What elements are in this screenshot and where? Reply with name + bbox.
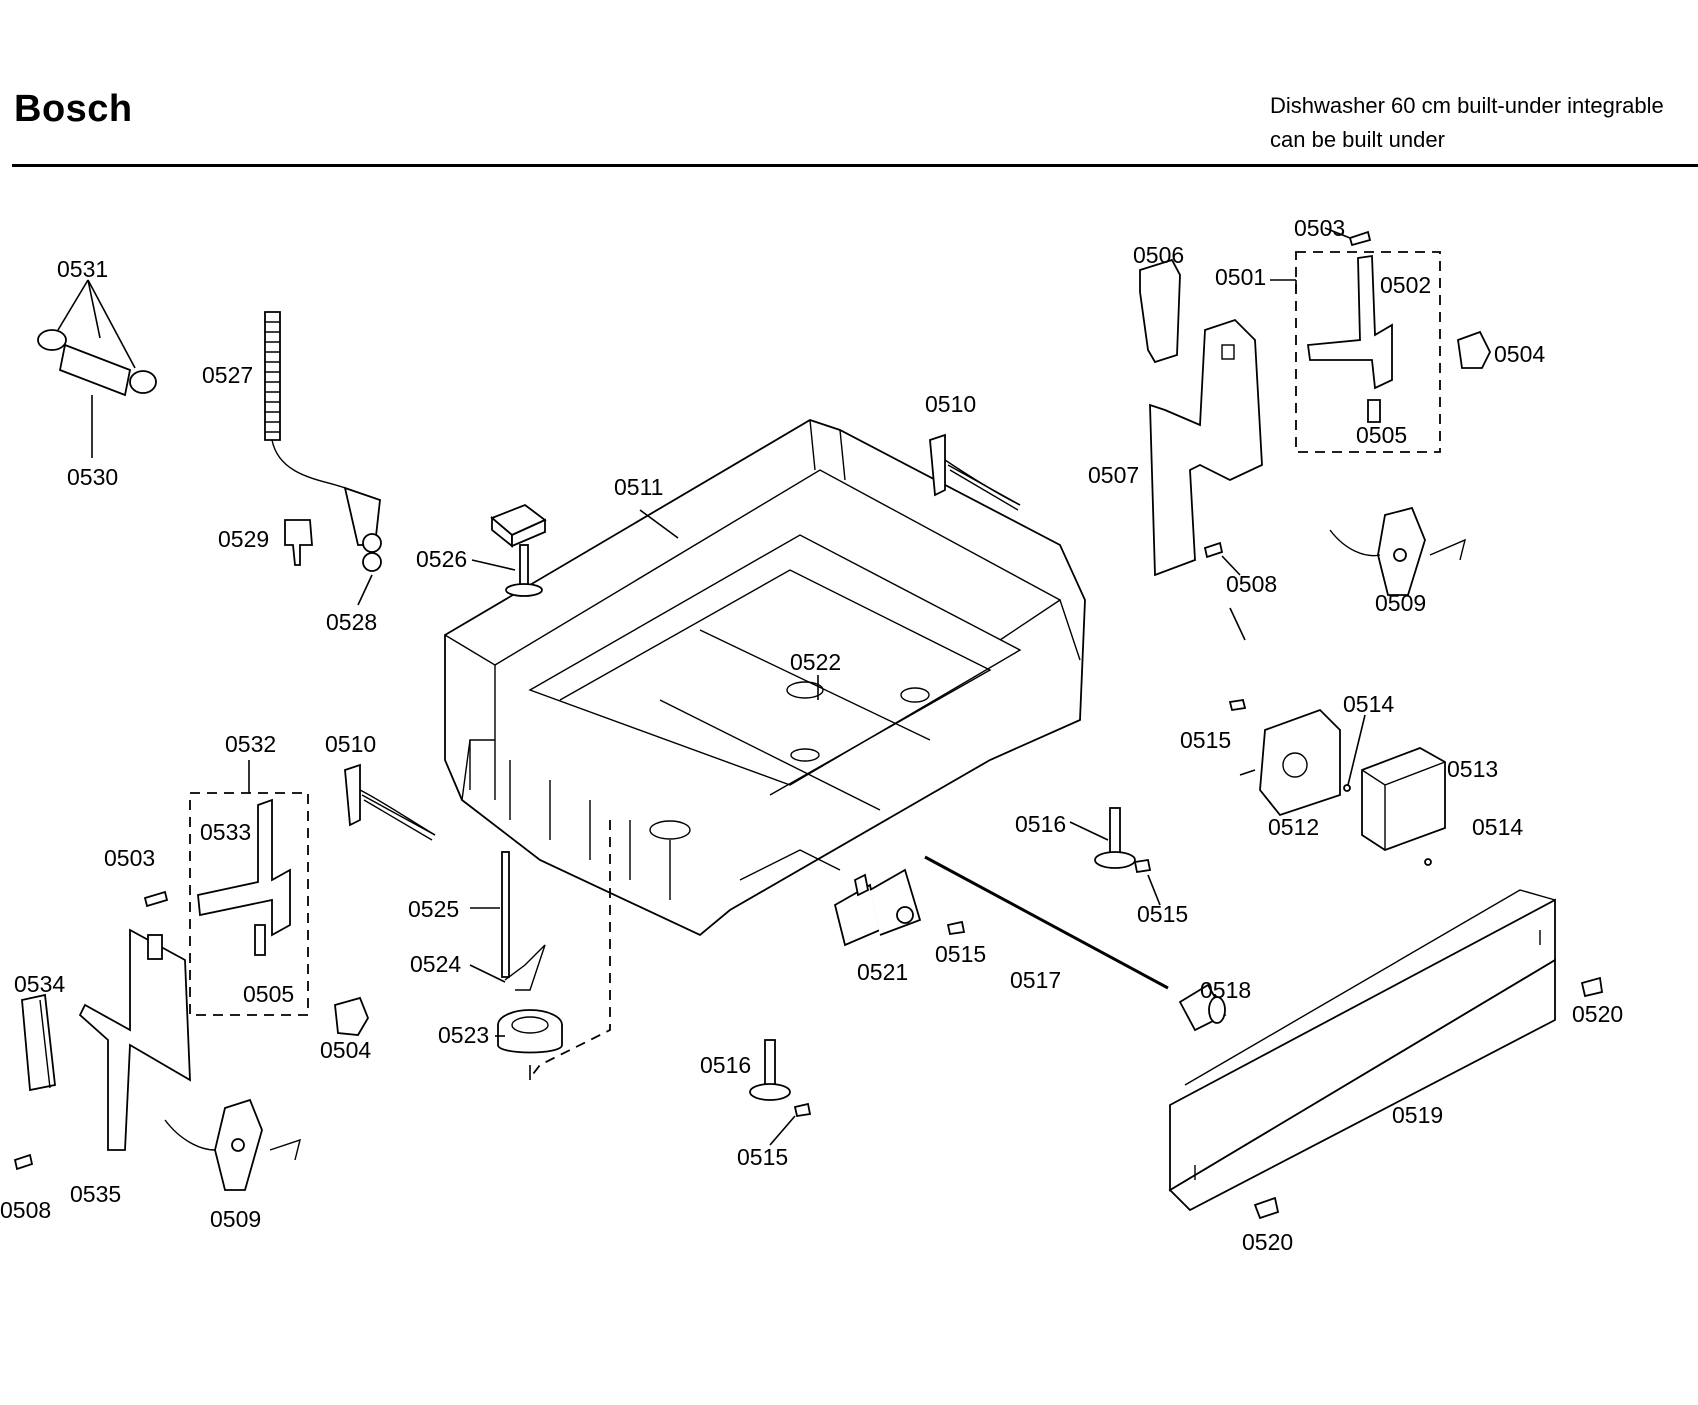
- screw-part-0514-a: [1343, 784, 1351, 792]
- module-part-0512: [1259, 708, 1341, 817]
- drain-hose-part: [264, 311, 382, 606]
- label-0514-right: 0514: [1472, 814, 1523, 840]
- base-tub-part: [444, 419, 1086, 937]
- label-0505-left: 0505: [243, 981, 294, 1007]
- hinge-plate-part-0507: [1149, 318, 1263, 577]
- latch-part-0504-right: [1457, 330, 1492, 369]
- label-0510-right: 0510: [925, 391, 976, 417]
- pump-part-0523: [495, 1009, 563, 1054]
- label-0525: 0525: [408, 896, 459, 922]
- label-0520-right: 0520: [1572, 1001, 1623, 1027]
- label-0512: 0512: [1268, 814, 1319, 840]
- screw-part-0515-bottom: [769, 1102, 812, 1146]
- label-0503-right: 0503: [1294, 215, 1345, 241]
- screw-part-0508-left: [13, 1153, 34, 1171]
- screw-part-0503-left: [143, 890, 169, 908]
- label-0503-left: 0503: [104, 845, 155, 871]
- screw-part-0515-top: [1228, 698, 1247, 712]
- label-0516-right: 0516: [1015, 811, 1066, 837]
- label-0508-right: 0508: [1226, 571, 1277, 597]
- model-description: Dishwasher 60 cm built-under integrable: [1270, 93, 1664, 118]
- door-spring-part-right: [929, 433, 1021, 511]
- kick-panel-part: [1168, 889, 1556, 1212]
- label-0521: 0521: [857, 959, 908, 985]
- rod-part-0517: [924, 855, 1169, 990]
- label-0505-right: 0505: [1356, 422, 1407, 448]
- label-0519: 0519: [1392, 1102, 1443, 1128]
- latch-part-0504-left: [334, 996, 369, 1036]
- label-0504-left: 0504: [320, 1037, 371, 1063]
- cover-part-left: [21, 993, 56, 1092]
- header-divider: [12, 164, 1698, 167]
- hinge-bracket-part-left: [197, 798, 291, 956]
- screw-part-0514-b: [1424, 858, 1432, 866]
- model-subdescription: can be built under: [1270, 127, 1445, 152]
- hinge-plate-part-left: [78, 928, 191, 1151]
- screw-part-0503-right: [1324, 227, 1372, 247]
- screw-part-0508-right: [1203, 541, 1241, 576]
- hose-clip-part: [284, 519, 313, 566]
- label-0515-mid: 0515: [935, 941, 986, 967]
- label-0510-left: 0510: [325, 731, 376, 757]
- label-0518: 0518: [1200, 977, 1251, 1003]
- door-spring-part-left: [344, 763, 436, 841]
- wiring-part-0524: [469, 944, 546, 991]
- label-0502: 0502: [1380, 272, 1431, 298]
- label-0522: 0522: [790, 649, 841, 675]
- label-0524: 0524: [410, 951, 461, 977]
- label-0527: 0527: [202, 362, 253, 388]
- screw-part-0520-right: [1580, 976, 1604, 998]
- hinge-part-0509-left: [164, 1098, 301, 1191]
- label-0504-right: 0504: [1494, 341, 1545, 367]
- cover-part-0506: [1139, 258, 1181, 364]
- sensor-part-0525: [470, 851, 510, 978]
- screw-leader-0514: [1347, 714, 1366, 786]
- label-0515-bottom: 0515: [737, 1144, 788, 1170]
- knob-part-0518: [1178, 983, 1227, 1032]
- label-0531: 0531: [57, 256, 108, 282]
- label-0506: 0506: [1133, 242, 1184, 268]
- label-0520-bottom: 0520: [1242, 1229, 1293, 1255]
- screw-part-0515-right: [1133, 858, 1161, 906]
- label-0526: 0526: [416, 546, 467, 572]
- label-0534: 0534: [14, 971, 65, 997]
- brand-title: Bosch: [14, 88, 133, 130]
- label-0523: 0523: [438, 1022, 489, 1048]
- label-0532: 0532: [225, 731, 276, 757]
- label-0513: 0513: [1447, 756, 1498, 782]
- label-0509-left: 0509: [210, 1206, 261, 1232]
- label-0533: 0533: [200, 819, 251, 845]
- label-0517: 0517: [1010, 967, 1061, 993]
- hinge-kit-group-right: [1295, 251, 1441, 453]
- label-0501: 0501: [1215, 264, 1266, 290]
- label-0508-left: 0508: [0, 1197, 51, 1223]
- screw-part-0515-mid: [946, 920, 966, 936]
- screw-part-0520-bottom: [1253, 1196, 1280, 1220]
- pump-assembly-leader: [529, 820, 611, 1079]
- label-0515-right: 0515: [1137, 901, 1188, 927]
- label-0516-bottom: 0516: [700, 1052, 751, 1078]
- foot-part-0516-right: [1069, 807, 1136, 869]
- label-0515-top: 0515: [1180, 727, 1231, 753]
- foot-part-0516-bottom: [749, 1039, 791, 1101]
- hinge-bracket-part-right: [1306, 254, 1393, 423]
- label-0535: 0535: [70, 1181, 121, 1207]
- label-0530: 0530: [67, 464, 118, 490]
- label-0507: 0507: [1088, 462, 1139, 488]
- module-cover-part-0513: [1361, 747, 1446, 852]
- label-0511: 0511: [614, 474, 663, 500]
- label-0509-right: 0509: [1375, 590, 1426, 616]
- water-valve-part: [833, 868, 922, 947]
- label-0529: 0529: [218, 526, 269, 552]
- label-0514-top: 0514: [1343, 691, 1394, 717]
- hinge-part-0509-right: [1329, 506, 1467, 596]
- adjustable-foot-part: [471, 503, 547, 597]
- label-0528: 0528: [326, 609, 377, 635]
- hose-sleeve-part: [37, 279, 157, 458]
